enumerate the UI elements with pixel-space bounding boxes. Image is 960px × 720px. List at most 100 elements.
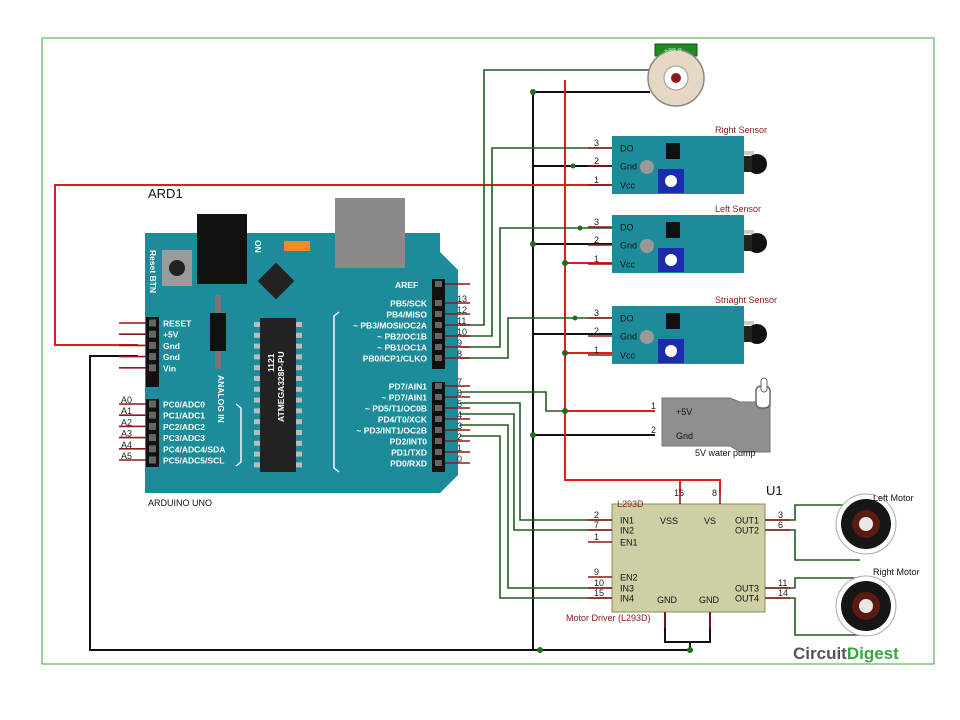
driver-right-pin-0: OUT1 xyxy=(735,516,759,526)
arduino-pin-gnd: Gnd xyxy=(163,341,180,351)
arduino-analog-number-0: A0 xyxy=(121,395,132,405)
sensor-0-pin-1: Gnd xyxy=(620,162,637,172)
driver-left-num-5: 15 xyxy=(594,588,604,598)
driver-pin-vs: VS xyxy=(704,516,716,526)
driver-left-num-1: 7 xyxy=(594,520,599,530)
brand-part-2: Digest xyxy=(847,644,899,663)
diagram-frame xyxy=(41,37,935,665)
sensor-title-2: Striaght Sensor xyxy=(715,295,777,305)
driver-left-num-2: 1 xyxy=(594,532,599,542)
sensor-1-num-1: 2 xyxy=(594,235,599,245)
arduino-portb-number-3: 10 xyxy=(457,327,467,337)
driver-part: L293D xyxy=(617,499,644,509)
driver-right-num-1: 6 xyxy=(778,520,783,530)
pump-pin-plus5v: +5V xyxy=(676,407,692,417)
water-pump xyxy=(661,377,771,453)
arduino-portd-label-6: PD1/TXD xyxy=(391,448,427,458)
arduino-analog-number-2: A2 xyxy=(121,417,132,427)
arduino-board-name: ARDUINO UNO xyxy=(148,498,212,508)
sensor-2-num-2: 1 xyxy=(594,345,599,355)
arduino-pin-vin: Vin xyxy=(163,363,176,373)
reset-button-knob[interactable] xyxy=(169,260,185,276)
sensor-2-pin-0: DO xyxy=(620,314,634,324)
arduino-portb-number-0: 13 xyxy=(457,294,467,304)
sensor-2-pin-1: Gnd xyxy=(620,332,637,342)
arduino-portd-number-3: 4 xyxy=(457,410,462,420)
driver-pin-labels: IN12IN27EN11EN29IN310IN415OUT13OUT26OUT3… xyxy=(588,490,790,628)
arduino-pin--5v: +5V xyxy=(163,330,179,340)
arduino-portb-number-5: 8 xyxy=(457,349,462,359)
left-header xyxy=(146,317,159,387)
brand-part-1: Circuit xyxy=(793,644,847,663)
usb-connector xyxy=(335,198,405,268)
sensor-2-num-0: 3 xyxy=(594,308,599,318)
reset-btn-label: Reset BTN xyxy=(148,250,158,293)
arduino-analog-label-2: PC2/ADC2 xyxy=(163,422,205,432)
arduino-pin-gnd: Gnd xyxy=(163,352,180,362)
pump-pin-num-1: 1 xyxy=(651,401,656,411)
arduino-analog-label-5: PC5/ADC5/SCL xyxy=(163,456,224,466)
chip-marking-1: 1121 xyxy=(266,353,276,372)
sensor-1-pin-0: DO xyxy=(620,223,634,233)
aref-label: AREF xyxy=(395,280,418,290)
sensor-0-num-1: 2 xyxy=(594,156,599,166)
driver-right-pin-3: OUT4 xyxy=(735,594,759,604)
right-motor xyxy=(835,575,897,637)
crystal-chip xyxy=(257,262,295,300)
driver-left-pin-5: IN4 xyxy=(620,594,634,604)
driver-left-pin-0: IN1 xyxy=(620,516,634,526)
arduino-portd-number-1: 6 xyxy=(457,388,462,398)
atmega-chip xyxy=(260,318,296,472)
sensor-0-pin-2: Vcc xyxy=(620,181,636,191)
pump-pin-num-2: 2 xyxy=(651,425,656,435)
left-motor xyxy=(835,493,897,555)
driver-left-num-4: 10 xyxy=(594,578,604,588)
arduino-portb-label-0: PB5/SCK xyxy=(390,299,428,309)
sensor-0-num-2: 1 xyxy=(594,175,599,185)
motor-driver-ic xyxy=(611,503,766,613)
driver-right-num-3: 14 xyxy=(778,588,788,598)
arduino-analog-label-1: PC1/ADC1 xyxy=(163,411,205,421)
driver-pin-vss: VSS xyxy=(660,516,678,526)
arduino-portd-label-4: ~ PD3/INT1/OC2B xyxy=(356,426,427,436)
power-jack xyxy=(197,214,247,284)
arduino-portd-number-2: 5 xyxy=(457,399,462,409)
wires-green xyxy=(460,69,860,636)
sensor-title-0: Right Sensor xyxy=(715,125,767,135)
on-led xyxy=(284,241,310,251)
pump-label: 5V water pump xyxy=(695,448,756,458)
sensor-1-num-0: 3 xyxy=(594,217,599,227)
right-motor-label: Right Motor xyxy=(873,567,920,577)
arduino-portd-label-5: PD2/INT0 xyxy=(390,437,428,447)
on-label: ON xyxy=(253,240,263,253)
driver-pin-gnd-1: GND xyxy=(657,595,678,605)
arduino-portd-label-3: PD4/T0/XCK xyxy=(378,415,428,425)
sensor-0-pin-0: DO xyxy=(620,144,634,154)
sensor-2-num-1: 2 xyxy=(594,326,599,336)
svg-text:CircuitDigest: CircuitDigest xyxy=(793,644,899,663)
driver-left-pin-4: IN3 xyxy=(620,584,634,594)
chip-marking-2: ATMEGA328P-PU xyxy=(276,351,286,422)
arduino-portd-number-6: 1 xyxy=(457,443,462,453)
arduino-analog-number-4: A4 xyxy=(121,440,132,450)
arduino-analog-number-3: A3 xyxy=(121,429,132,439)
wires-red xyxy=(54,80,721,492)
arduino-analog-label-4: PC4/ADC4/SDA xyxy=(163,444,225,454)
driver-left-pin-2: EN1 xyxy=(620,538,638,548)
driver-num-8: 8 xyxy=(712,488,717,498)
driver-right-num-2: 11 xyxy=(778,578,787,588)
junctions xyxy=(530,89,693,653)
arduino-portb-number-4: 9 xyxy=(457,338,462,348)
driver-right-pin-2: OUT3 xyxy=(735,584,759,594)
arduino-portb-number-1: 12 xyxy=(457,305,467,315)
driver-left-num-3: 9 xyxy=(594,567,599,577)
arduino-portd-number-5: 2 xyxy=(457,432,462,442)
arduino-analog-number-1: A1 xyxy=(121,406,132,416)
sensor-1-num-2: 1 xyxy=(594,254,599,264)
arduino-portb-label-5: PB0/ICP1/CLKO xyxy=(363,354,428,364)
